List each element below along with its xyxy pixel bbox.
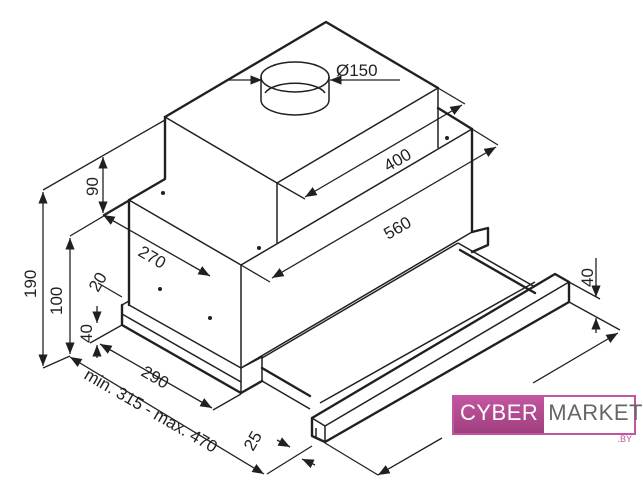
dim-190: 190	[21, 270, 40, 298]
dim-40-left: 40	[77, 324, 96, 343]
duct-collar	[260, 61, 330, 116]
logo-market: MARKET	[548, 400, 643, 425]
dimension-lines	[38, 75, 621, 476]
dim-20: 20	[85, 269, 111, 295]
dim-100: 100	[47, 287, 66, 315]
dim-290: 290	[138, 362, 172, 393]
dim-270: 270	[135, 242, 169, 273]
dim-duct-diameter: Ø150	[336, 61, 378, 80]
cybermarket-logo: CYBER MARKET .BY	[452, 395, 642, 444]
dim-560: 560	[381, 213, 415, 244]
dim-90: 90	[83, 177, 102, 196]
upper-box	[163, 20, 440, 243]
bottom-trim	[120, 226, 490, 395]
logo-by: .BY	[617, 434, 632, 444]
lower-box	[127, 106, 474, 369]
dim-40-right: 40	[578, 268, 597, 287]
logo-cyber: CYBER	[454, 397, 545, 433]
dim-25: 25	[240, 428, 266, 454]
